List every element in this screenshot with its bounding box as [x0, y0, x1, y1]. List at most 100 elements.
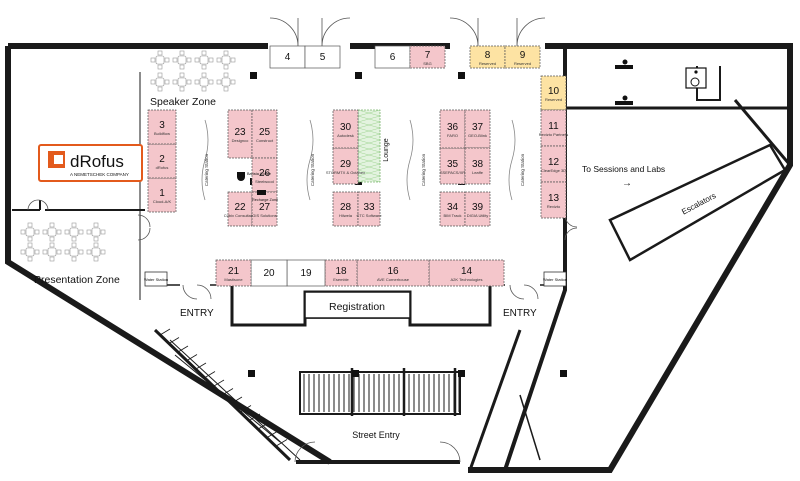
booth-25-box[interactable]	[251, 109, 278, 159]
booth-3-box[interactable]	[147, 109, 177, 145]
registration-desk	[304, 291, 411, 319]
booth-23-company: Designco	[232, 138, 249, 143]
booth-10-box[interactable]	[540, 75, 567, 111]
booth-14-company: A2K Technologies	[451, 277, 483, 282]
booth-34-box[interactable]	[439, 191, 466, 227]
booth-13-number: 13	[548, 193, 560, 204]
booth-20[interactable]: 20	[250, 259, 288, 287]
recharge-zone: Recharge Zone	[252, 190, 278, 202]
catering-station-4: Catering Station	[520, 153, 525, 186]
booth-29-box[interactable]	[332, 147, 359, 185]
booth-36-company: FARO	[447, 133, 458, 138]
booth-22-number: 22	[234, 202, 246, 213]
booth-13-company: Revizto	[547, 204, 561, 209]
booth-30-number: 30	[340, 122, 352, 133]
booth-1-box[interactable]	[147, 177, 177, 213]
booth-3-company: Buildflow	[154, 131, 170, 136]
booth-9-box[interactable]	[504, 45, 541, 69]
booth-35-company: SSEPACS/XR	[440, 170, 465, 175]
entry-right-label: ENTRY	[503, 308, 537, 319]
booth-27-number: 27	[259, 202, 271, 213]
ramp	[159, 328, 288, 446]
booth-13-box[interactable]	[540, 181, 567, 219]
booth-21-box[interactable]	[215, 259, 252, 287]
booth-5[interactable]: 5	[304, 45, 341, 69]
booth-12-box[interactable]	[540, 145, 567, 183]
booth-38-company: Leaffe	[472, 170, 484, 175]
booth-16-company: AVE Cornerhouse	[377, 277, 410, 282]
water-station-left-label: Water Station	[144, 277, 168, 282]
booth-4-number: 4	[285, 52, 291, 63]
booth-20-box[interactable]	[250, 259, 288, 287]
water-station-left: Water Station	[144, 271, 168, 287]
booth-2-box[interactable]	[147, 143, 177, 179]
booth-33-box[interactable]	[357, 191, 381, 227]
to-sessions-arrow: →	[622, 178, 632, 189]
booth-30-box[interactable]	[332, 109, 359, 149]
booth-2-number: 2	[159, 154, 165, 165]
booth-27-box[interactable]	[251, 191, 278, 227]
booth-7-box[interactable]	[409, 45, 446, 69]
booth-11-box[interactable]	[540, 109, 567, 147]
booth-4[interactable]: 4	[269, 45, 306, 69]
accessible-restroom-icon	[685, 67, 707, 89]
booth-12-company: ClearEdge 3D	[541, 168, 566, 173]
booth-28-box[interactable]	[332, 191, 359, 227]
womens-restroom-icon	[615, 95, 633, 105]
booth-6[interactable]: 6	[374, 45, 411, 69]
coffee-icon	[237, 172, 245, 181]
entry-left-label: ENTRY	[180, 308, 214, 319]
booth-5-box[interactable]	[304, 45, 341, 69]
catering-station-2: Catering Station	[310, 153, 315, 186]
booth-8-number: 8	[485, 50, 491, 61]
booth-27-company: GIS Solutions	[252, 213, 276, 218]
booth-19[interactable]: 19	[286, 259, 326, 287]
booth-26-box[interactable]	[251, 157, 278, 193]
booth-12-number: 12	[548, 157, 560, 168]
water-station-right-label: Water Station	[543, 277, 567, 282]
booth-39-box[interactable]	[464, 191, 491, 227]
booth-2-company: dRofus	[156, 165, 169, 170]
booth-38-box[interactable]	[464, 147, 491, 185]
booth-18-box[interactable]	[324, 259, 358, 287]
booth-37-box[interactable]	[464, 109, 491, 149]
booth-26-company: Steelwood	[255, 179, 274, 184]
booth-22-box[interactable]	[227, 191, 253, 227]
booth-35-number: 35	[447, 159, 459, 170]
booth-9-number: 9	[520, 50, 526, 61]
booth-36-box[interactable]	[439, 109, 466, 149]
doors	[27, 17, 578, 463]
booth-25-number: 25	[259, 127, 271, 138]
booth-11-number: 11	[548, 121, 559, 132]
